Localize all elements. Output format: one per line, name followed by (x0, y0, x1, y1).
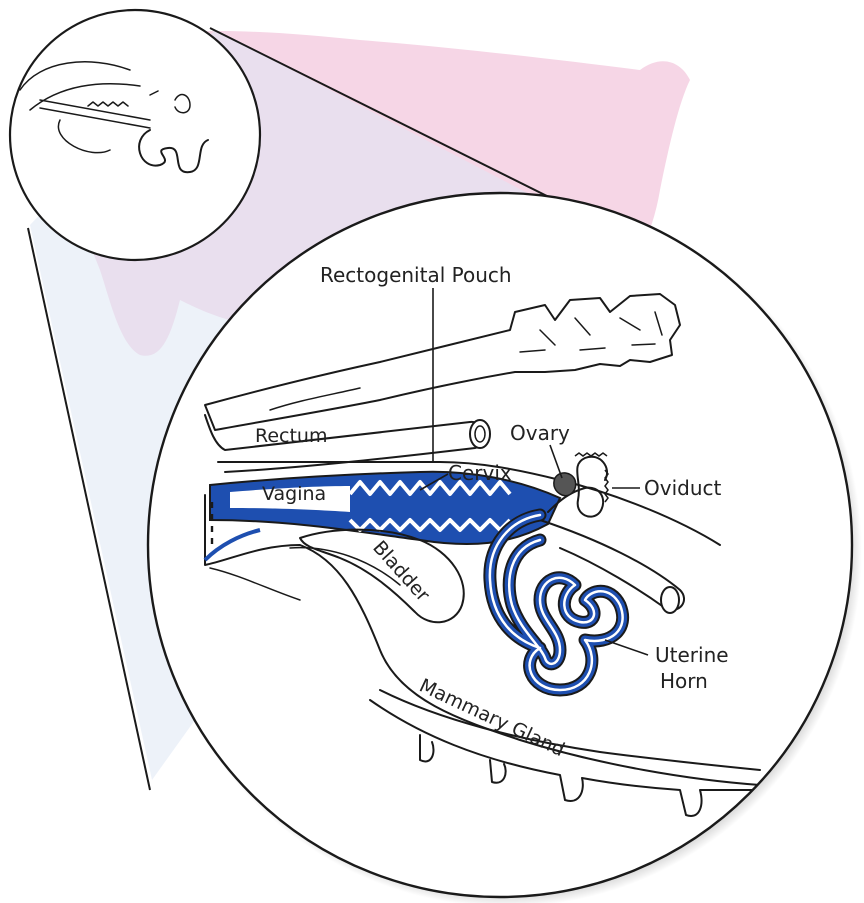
label-uterine-horn-line2: Horn (660, 669, 708, 693)
label-oviduct: Oviduct (644, 476, 722, 500)
label-ovary: Ovary (510, 421, 570, 445)
detail-circle (148, 193, 852, 897)
label-rectogenital-pouch: Rectogenital Pouch (320, 263, 512, 287)
label-rectum: Rectum (255, 425, 327, 447)
label-uterine-horn-line1: Uterine (655, 643, 729, 667)
ovary (554, 473, 576, 496)
label-cervix: Cervix (448, 461, 512, 485)
label-vagina: Vagina (262, 483, 326, 505)
overview-inset (10, 10, 260, 260)
